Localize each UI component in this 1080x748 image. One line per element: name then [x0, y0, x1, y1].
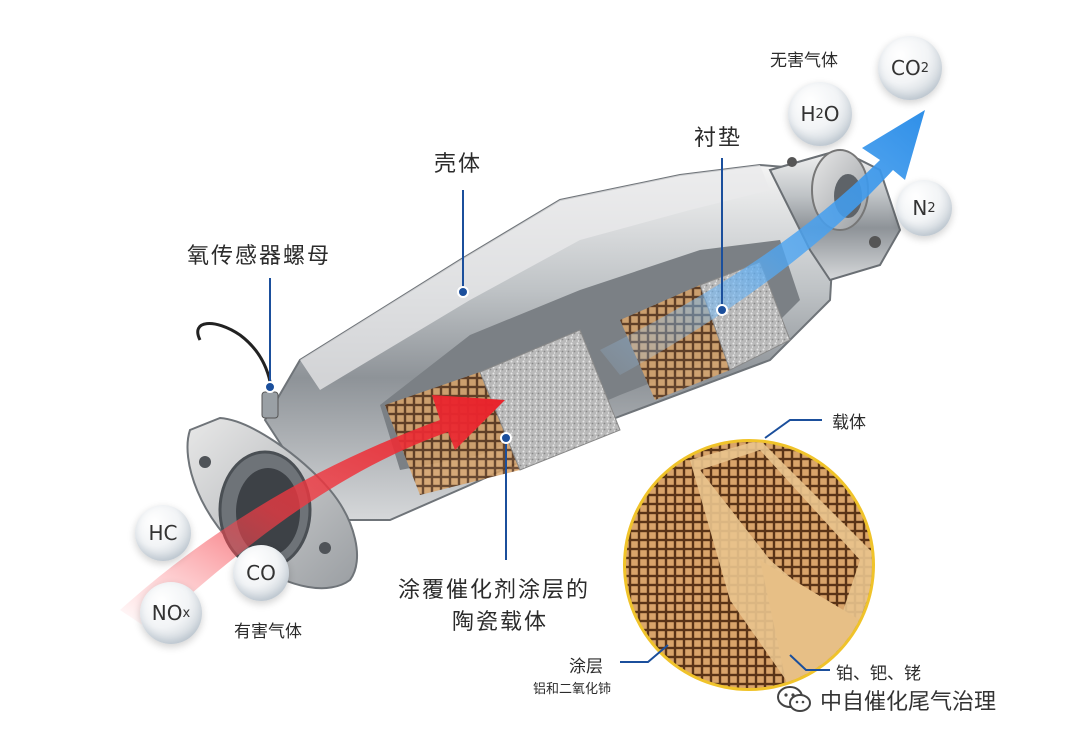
- label-coating-materials: 铝和二氧化铈: [533, 682, 612, 697]
- label-substrate: 载体: [832, 413, 866, 433]
- gas-formula: H: [800, 102, 816, 126]
- leader-lines: [264, 158, 830, 671]
- gas-formula: CO: [891, 56, 921, 80]
- label-coated-substrate-1: 涂覆催化剂涂层的: [398, 578, 591, 603]
- gas-subscript: x: [182, 605, 191, 621]
- leader-coating: [620, 644, 669, 663]
- wechat-icon: [777, 686, 811, 712]
- gas-formula-tail: O: [823, 102, 840, 126]
- leader-metals: [789, 654, 830, 671]
- label-mat: 衬垫: [694, 126, 743, 151]
- label-harmless-gas: 无害气体: [770, 51, 838, 71]
- label-precious-metals: 铂、钯、铑: [836, 664, 921, 684]
- inflow-arrow: [120, 395, 505, 630]
- label-oxygen-sensor-nut: 氧传感器螺母: [187, 244, 332, 269]
- label-coated-substrate-2: 陶瓷载体: [452, 610, 549, 635]
- watermark: 中自催化尾气治理: [776, 684, 996, 716]
- label-shell: 壳体: [434, 152, 483, 177]
- watermark-text: 中自催化尾气治理: [820, 690, 997, 715]
- gas-subscript: 2: [815, 106, 824, 122]
- label-coating: 涂层: [569, 657, 603, 677]
- gas-formula: CO: [246, 561, 276, 585]
- substrate-magnifier: [623, 439, 875, 691]
- gas-formula: N: [912, 196, 928, 220]
- gas-bubble-hc: HC: [135, 505, 191, 561]
- label-harmful-gas: 有害气体: [234, 622, 302, 642]
- leader-substrate: [764, 419, 822, 439]
- gas-bubble-co: CO: [233, 545, 289, 601]
- gas-subscript: 2: [920, 60, 929, 76]
- outflow-arrow: [600, 110, 925, 375]
- gas-subscript: 2: [927, 200, 936, 216]
- gas-formula: HC: [148, 521, 178, 545]
- gas-formula: NO: [151, 601, 183, 625]
- oxygen-sensor: [196, 322, 279, 419]
